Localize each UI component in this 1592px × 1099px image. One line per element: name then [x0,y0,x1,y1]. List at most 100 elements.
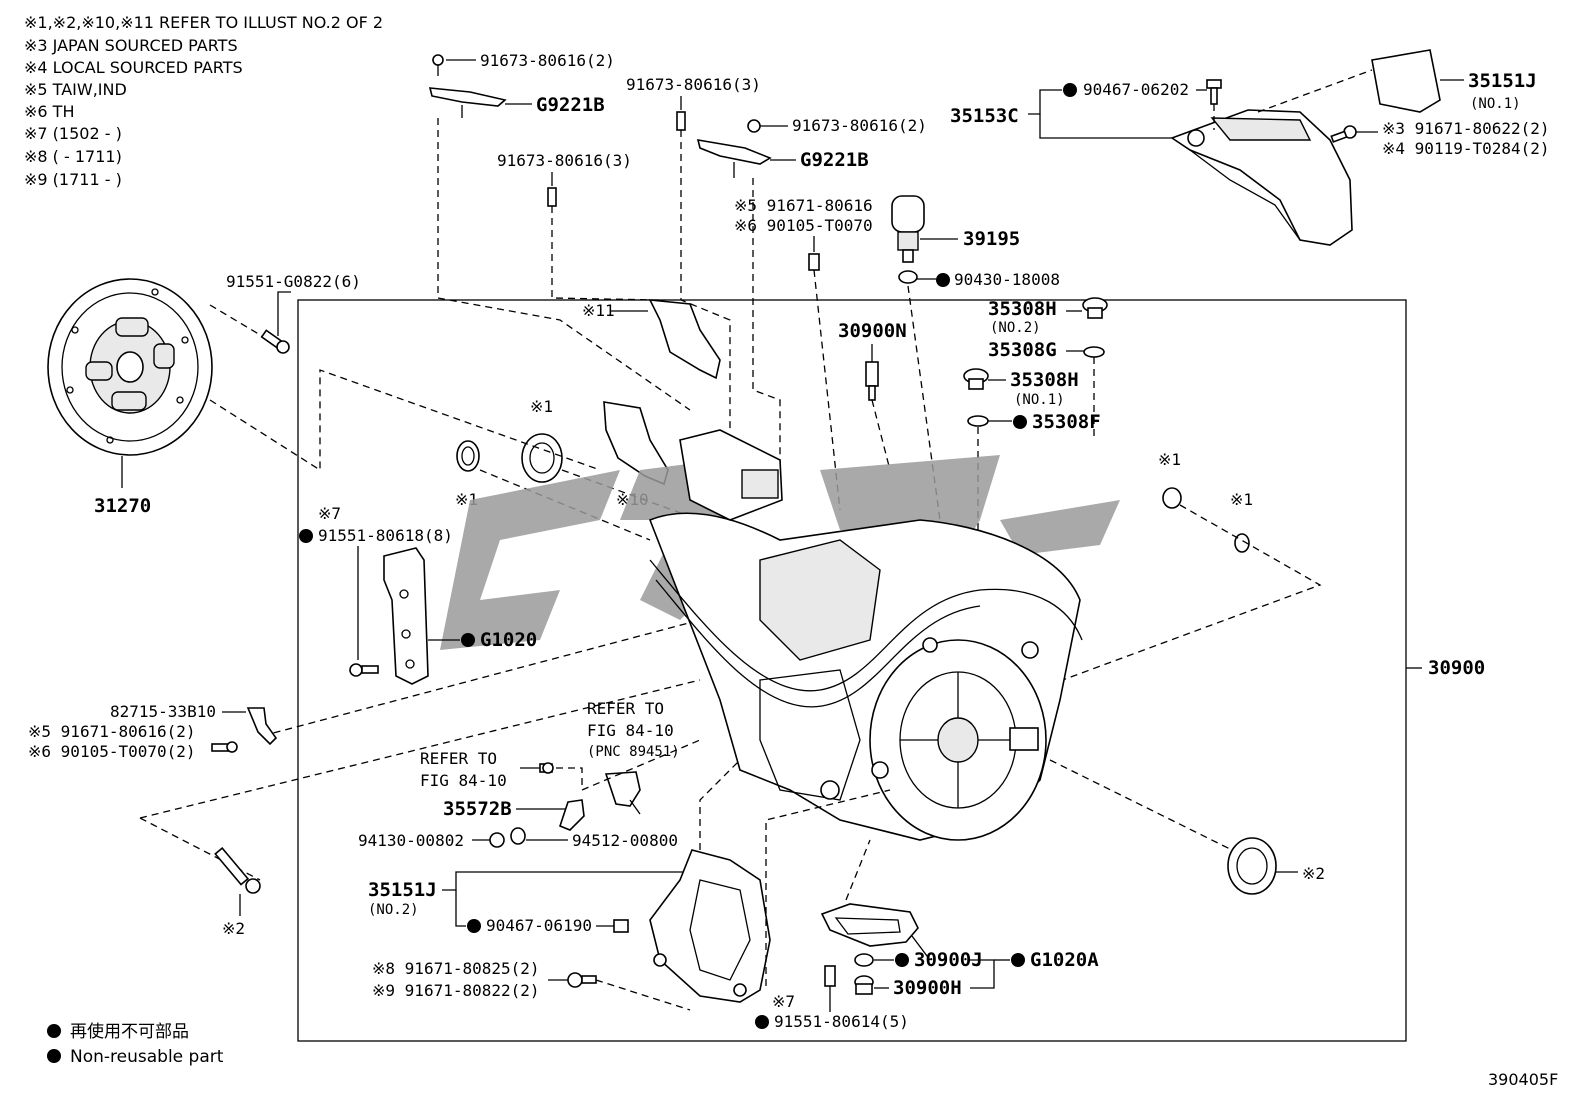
legend: 再使用不可部品 Non-reusable part [47,1021,224,1067]
label-35308h-1: 35308H [988,298,1057,320]
label-ref2-b: ※2 [1302,864,1325,883]
label-82715: 82715-33B10 [110,702,216,721]
plate-35572b [559,799,585,831]
legend-text-en: Non-reusable part [70,1047,224,1067]
label-30900j: 30900J [914,949,983,971]
label-91671-80825: ※8 91671-80825(2) [372,959,540,978]
label-91551-80614: 91551-80614(5) [774,1012,909,1031]
label-90430: 90430-18008 [954,270,1060,289]
label-91673-3a: 91673-80616(3) [626,75,761,94]
label-39195: 39195 [963,228,1020,250]
label-35308h-1-sub: (NO.2) [990,320,1041,336]
label-35153c: 35153C [950,105,1019,127]
nonreusable-dot-35308f [1013,415,1027,429]
label-91673-top: 91673-80616(2) [480,51,615,70]
legend-text-jp: 再使用不可部品 [70,1021,189,1042]
label-ref2-a: ※2 [222,919,245,938]
bolt-ref2-left [214,846,261,894]
seal-ref1-small [456,440,480,472]
label-35151j-1-sub: (NO.1) [1470,96,1521,112]
gasket-35308f [967,415,989,427]
cover-35151j-no2 [649,849,771,1003]
plug-30900h [854,975,874,995]
nut-94130 [489,832,505,848]
nonreusable-dot-91551-80614 [755,1015,769,1029]
clip-90467-06190 [613,919,629,933]
label-g1020a: G1020A [1030,949,1099,971]
bolt-90105-6 [808,253,820,271]
gasket-35308g [1083,346,1105,358]
cover-35151j-no1 [1170,49,1441,246]
washer-94512 [510,827,526,845]
nonreusable-dot-g1020a [1011,953,1025,967]
plug-ref1-right [1162,487,1182,509]
sensor-89451 [604,771,641,815]
label-91551-80618: 91551-80618(8) [318,526,453,545]
clip-82715 [246,707,278,746]
label-35151j-2-sub: (NO.2) [368,902,419,918]
note-8: ※9 (1711 - ) [24,170,122,189]
label-35308h-2-sub: (NO.1) [1014,392,1065,408]
legend-dot-jp [47,1024,61,1038]
label-35308h-2: 35308H [1010,369,1079,391]
nonreusable-dot-90430 [936,273,950,287]
label-g9221b-2: G9221B [800,149,869,171]
bracket-g9221b-2 [696,119,772,178]
label-ref1-c: ※1 [1158,450,1181,469]
note-6: ※7 (1502 - ) [24,124,122,143]
nonreusable-dot-90467-06190 [467,919,481,933]
label-g1020: G1020 [480,629,537,651]
label-31270: 31270 [94,495,151,517]
washer-90430 [898,270,918,284]
bolt-91551-80618 [349,663,379,677]
note-5: ※6 TH [24,102,74,121]
bolt-90105-6b [211,741,238,753]
label-refer2-b: FIG 84-10 [420,771,507,790]
label-refer2-a: REFER TO [420,749,497,768]
legend-dot-en [47,1049,61,1063]
assembly-frame [297,299,1407,1042]
bolt-90467-06202 [1206,79,1222,105]
label-91671-5: ※5 91671-80616 [734,196,873,215]
note-7: ※8 ( - 1711) [24,147,122,166]
bracket-g1020 [383,547,429,685]
sensor-39195 [891,195,925,263]
label-ref7-a: ※7 [318,504,341,523]
label-35151j-2: 35151J [368,879,437,901]
bolt-91673-3b [547,187,557,207]
note-1: ※1,※2,※10,※11 REFER TO ILLUST NO.2 OF 2 [24,13,383,32]
label-35308f: 35308F [1032,411,1101,433]
ring-ref1-right [1234,533,1250,553]
bracket-g1020a [820,903,919,947]
bolt-91551-80614 [824,965,836,987]
nonreusable-dot-91551-80618 [299,529,313,543]
label-90105-6b: ※6 90105-T0070(2) [28,742,196,761]
label-91673-3b: 91673-80616(3) [497,151,632,170]
label-91671-80822: ※9 91671-80822(2) [372,981,540,1000]
label-91671-5b: ※5 91671-80616(2) [28,722,196,741]
label-refer1-b: FIG 84-10 [587,721,674,740]
notes-block: ※1,※2,※10,※11 REFER TO ILLUST NO.2 OF 2 … [24,13,383,189]
nonreusable-dot-90467-06202 [1063,83,1077,97]
label-94130: 94130-00802 [358,831,464,850]
label-ref7-b: ※7 [772,992,795,1011]
label-91671-80622: ※3 91671-80622(2) [1382,119,1550,138]
label-35308g: 35308G [988,339,1057,361]
bolt-91673-3a [676,111,686,131]
fitting-30900n [865,361,879,401]
label-91551-g0822: 91551-G0822(6) [226,272,361,291]
label-ref1-d: ※1 [1230,490,1253,509]
label-91673-2b: 91673-80616(2) [792,116,927,135]
seal-ref1-large [521,433,563,483]
bolt-refer2 [539,762,554,774]
note-2: ※3 JAPAN SOURCED PARTS [24,36,238,55]
figure-id: 390405F [1488,1070,1558,1089]
bolt-91551-g0822 [260,329,290,354]
label-90119: ※4 90119-T0284(2) [1382,139,1550,158]
label-g9221b-1: G9221B [536,94,605,116]
bolt-91671-80622 [1330,125,1357,143]
gasket-30900j [854,953,874,967]
label-30900h: 30900H [893,977,962,999]
plug-35308h-no2 [1082,297,1108,319]
